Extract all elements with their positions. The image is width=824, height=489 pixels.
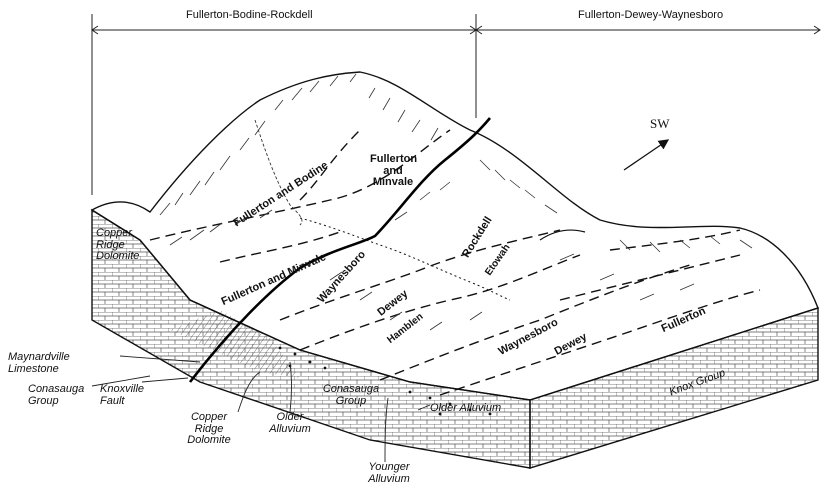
terrace-strip-2 <box>540 230 585 240</box>
label-line: Maynardville <box>8 352 70 364</box>
label-line: Limestone <box>8 364 70 376</box>
knoxville-fault-label: Knoxville Fault <box>100 384 144 407</box>
label-line: Dolomite <box>178 435 240 447</box>
older-alluvium-left-label: Older Alluvium <box>262 412 318 435</box>
conasauga-left-label: Conasauga Group <box>28 384 84 407</box>
label-line: Conasauga <box>28 384 84 396</box>
label-line: Fault <box>100 396 144 408</box>
unit-line-1: Fullerton <box>370 154 416 166</box>
label-line: Older <box>262 412 318 424</box>
direction-label: SW <box>650 117 670 131</box>
span-label-left: Fullerton-Bodine-Rockdell <box>186 10 313 22</box>
conasauga-center-label: Conasauga Group <box>318 384 384 407</box>
direction-arrow <box>624 140 668 170</box>
label-line: Knoxville <box>100 384 144 396</box>
label-line: Dolomite <box>96 251 139 263</box>
label-line: Conasauga <box>318 384 384 396</box>
label-line: Copper <box>96 228 139 240</box>
older-alluvium-right-label: Older Alluvium <box>430 403 501 415</box>
label-line: Copper <box>178 412 240 424</box>
maynardville-label: Maynardville Limestone <box>8 352 70 375</box>
unit-fullerton-minvale-upper: Fullerton and Minvale <box>370 154 416 189</box>
copper-ridge-bottom-label: Copper Ridge Dolomite <box>178 412 240 447</box>
unit-line-3: Minvale <box>370 177 416 189</box>
label-line: Alluvium <box>262 424 318 436</box>
label-line: Group <box>28 396 84 408</box>
span-markers <box>92 14 820 195</box>
copper-ridge-top-label: Copper Ridge Dolomite <box>96 228 139 263</box>
label-line: Alluvium <box>358 474 420 486</box>
label-line: Younger <box>358 462 420 474</box>
younger-alluvium-label: Younger Alluvium <box>358 462 420 485</box>
label-line: Group <box>318 396 384 408</box>
span-label-right: Fullerton-Dewey-Waynesboro <box>578 10 723 22</box>
